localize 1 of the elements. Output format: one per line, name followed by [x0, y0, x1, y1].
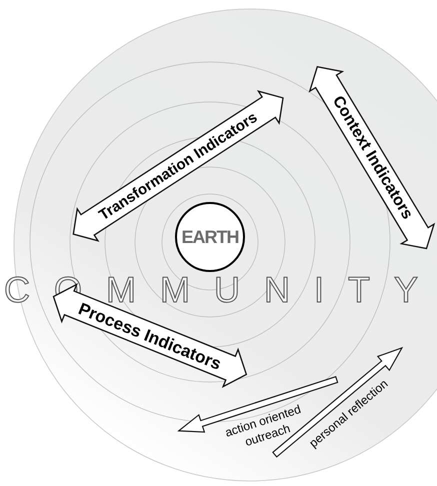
- circle-label: EARTH: [182, 228, 238, 246]
